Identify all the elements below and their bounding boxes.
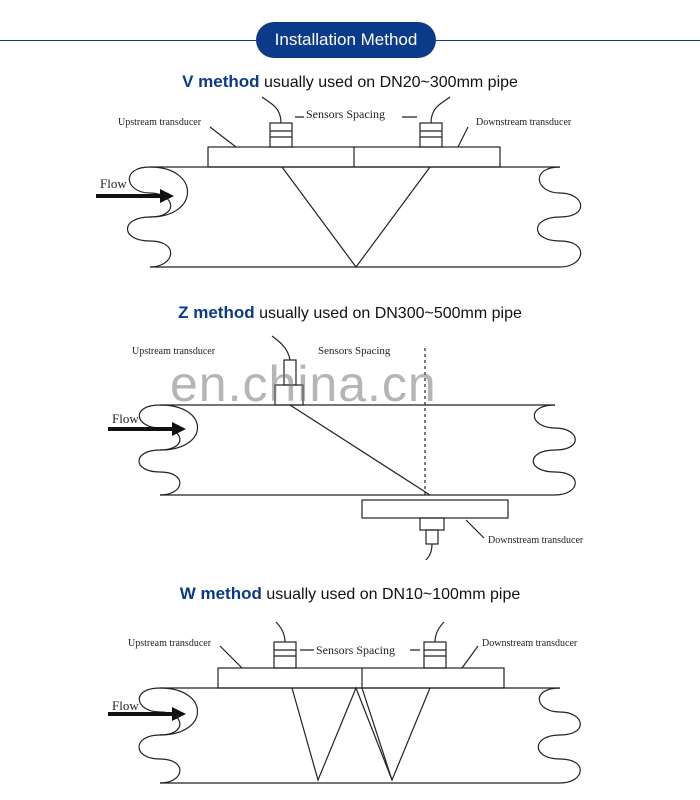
pipe-left-cut — [149, 166, 188, 218]
flow-arrowhead — [172, 707, 186, 721]
z-method-description: usually used on DN300~500mm pipe — [259, 305, 522, 322]
downstream-transducer-body — [423, 641, 447, 669]
downstream-rail — [361, 499, 509, 519]
upstream-transducer-body — [269, 122, 293, 148]
downstream-transducer-plug — [425, 529, 439, 545]
flow-arrowhead — [160, 189, 174, 203]
v-sound-path — [281, 166, 431, 269]
upstream-cable — [261, 96, 282, 124]
downstream-transducer-body — [419, 517, 445, 531]
downstream-cable — [430, 96, 451, 124]
w-method-heading: W method usually used on DN10~100mm pipe — [0, 584, 700, 604]
downstream-transducer-body — [419, 122, 443, 148]
upstream-transducer-label: Upstream transducer — [132, 346, 216, 357]
z-method-name: Z method — [178, 303, 255, 322]
downstream-transducer-label: Downstream transducer — [482, 638, 578, 649]
header-divider-left — [0, 40, 256, 41]
v-method-heading: V method usually used on DN20~300mm pipe — [0, 72, 700, 92]
pipe-left-cut — [159, 687, 198, 736]
section-title: Installation Method — [256, 22, 436, 58]
upstream-transducer-label: Upstream transducer — [118, 117, 202, 128]
pipe-right-end — [532, 404, 576, 496]
downstream-cable — [425, 543, 433, 560]
flow-label: Flow — [100, 176, 127, 191]
upstream-cable — [271, 335, 291, 361]
sensors-spacing-label: Sensors Spacing — [316, 643, 395, 657]
header-divider-right — [436, 40, 700, 41]
v-method-name: V method — [182, 72, 260, 91]
upstream-transducer-body — [273, 641, 297, 669]
downstream-transducer-label: Downstream transducer — [488, 535, 584, 546]
sensors-spacing-label: Sensors Spacing — [318, 345, 391, 357]
z-method-diagram: Flow Upstream transducer Sensors Spacing… — [108, 335, 584, 560]
upstream-cable — [275, 621, 286, 643]
pipe-right-end — [537, 687, 581, 784]
upstream-transducer-body — [283, 359, 297, 386]
w-sound-path — [291, 686, 431, 782]
flow-label: Flow — [112, 411, 139, 426]
pipe-left-end — [138, 687, 181, 784]
downstream-cable — [434, 621, 445, 643]
sensors-spacing-label: Sensors Spacing — [306, 107, 385, 121]
flow-label: Flow — [112, 698, 139, 713]
flow-arrowhead — [172, 422, 186, 436]
w-method-diagram: Flow Upstream transducer Downstream tran… — [108, 621, 581, 784]
v-method-description: usually used on DN20~300mm pipe — [263, 74, 518, 91]
w-method-description: usually used on DN10~100mm pipe — [266, 586, 521, 603]
watermark: en.china.cn — [170, 356, 437, 412]
pipe-right-end — [536, 166, 582, 268]
upstream-transducer-label: Upstream transducer — [128, 638, 212, 649]
pipe-left-end — [138, 404, 181, 496]
pipe-left-end — [126, 166, 172, 268]
z-method-heading: Z method usually used on DN300~500mm pip… — [0, 303, 700, 323]
z-sound-path — [289, 404, 431, 496]
pipe-left-cut — [159, 404, 198, 451]
w-method-name: W method — [179, 584, 262, 603]
mounting-rail — [217, 667, 505, 689]
downstream-transducer-label: Downstream transducer — [476, 117, 572, 128]
v-method-diagram: Flow Upstream transducer Downstream tran… — [96, 96, 582, 269]
